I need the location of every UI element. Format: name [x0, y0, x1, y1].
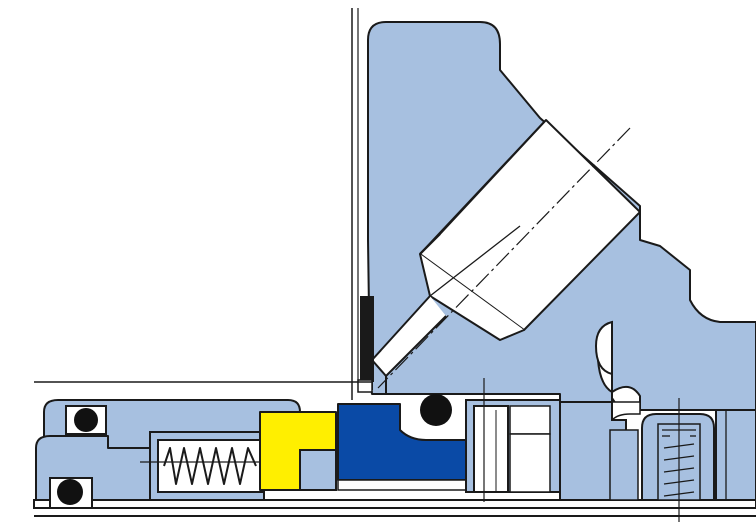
quench-port: [371, 119, 641, 394]
drive-pin-slot: [473, 405, 509, 493]
shaft-sleeve: [33, 499, 756, 509]
set-screw: [641, 398, 715, 522]
o-ring-lower-left: [57, 479, 83, 505]
housing-right-edge: [715, 409, 756, 501]
collar-window: [509, 405, 551, 435]
quench-strip: [360, 296, 374, 382]
spring: [163, 447, 257, 485]
housing-lower-gap: [609, 429, 639, 501]
quench-strip-tip: [357, 379, 373, 393]
housing-step: [611, 401, 641, 422]
port-centerline: [377, 127, 631, 389]
o-ring-upper-left: [74, 408, 98, 432]
seal-face-base: [337, 479, 467, 491]
collar-window-lower: [509, 433, 551, 493]
carbon-ring-notch: [299, 449, 337, 491]
housing-recess: [594, 320, 613, 376]
o-ring-seal-face: [420, 394, 452, 426]
